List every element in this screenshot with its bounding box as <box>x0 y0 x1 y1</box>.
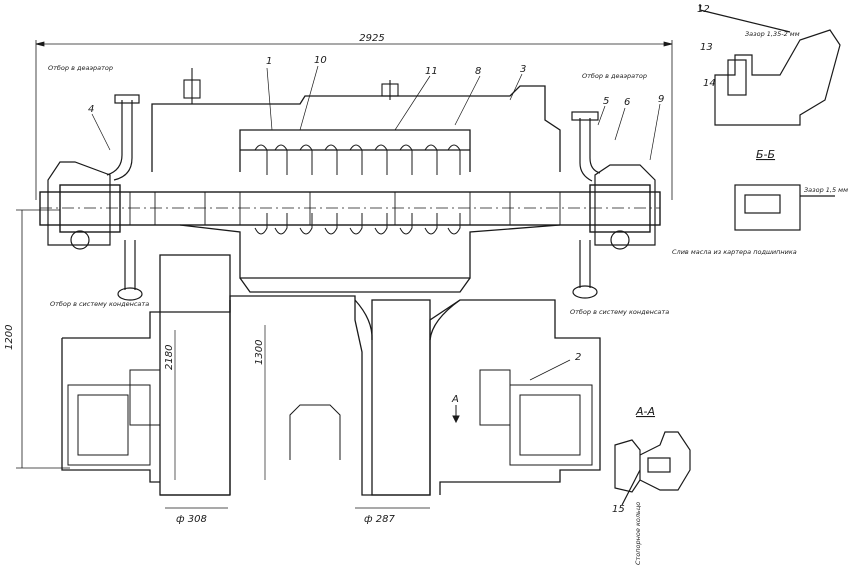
right-condensate-pipe <box>572 240 598 299</box>
right-extraction-pipe <box>571 111 601 182</box>
callout-6: 6 <box>624 97 630 108</box>
section-arrow-a <box>452 405 460 424</box>
section-bb-title: Б-Б <box>756 148 775 161</box>
left-condensate-pipe <box>117 240 143 301</box>
lower-casing <box>179 224 561 293</box>
detail-aa-section <box>614 431 691 506</box>
callout-4: 4 <box>88 104 94 115</box>
note-detail-bb-side: Зазор 1,5 мм <box>804 186 848 194</box>
callout-3: 3 <box>520 64 526 75</box>
note-right-bottom: Отбор в систему конденсата <box>570 308 669 316</box>
note-right-side: Слив масла из картера подшипника <box>672 248 797 256</box>
right-diameter-label: ф 287 <box>364 514 395 525</box>
left-bearing <box>47 161 111 250</box>
left-extraction-pipe <box>106 94 140 181</box>
note-right-top: Отбор в деаэратор <box>582 72 647 80</box>
detail-bb-section <box>734 184 835 231</box>
section-aa-title: А-А <box>635 405 655 418</box>
top-valve-fitting <box>183 68 399 104</box>
callout-5: 5 <box>603 96 609 107</box>
note-detail-aa-side: Стопорное кольцо <box>634 502 642 565</box>
note-detail-bb-top: Зазор 1,35-2 мм <box>745 30 800 38</box>
overall-length-label: 2925 <box>359 33 384 44</box>
left-diameter-label: ф 308 <box>176 514 207 525</box>
upper-casing <box>151 85 561 172</box>
note-left-bottom: Отбор в систему конденсата <box>50 300 149 308</box>
foundation-right-block <box>479 369 593 466</box>
overall-height-dimension <box>16 209 70 469</box>
blade-stages <box>254 144 461 235</box>
callout-10: 10 <box>314 55 327 66</box>
overall-height-label: 1200 <box>4 325 15 350</box>
callout-leaders <box>91 65 661 381</box>
rotor-shaft <box>39 184 661 233</box>
right-bearing <box>594 164 656 250</box>
callout-13: 13 <box>700 42 713 53</box>
section-arrow-a-label: А <box>451 394 459 405</box>
callout-9: 9 <box>658 94 664 105</box>
foundation <box>61 254 601 496</box>
column-height-label: 2180 <box>164 345 175 370</box>
inner-dimension-lines <box>165 325 430 509</box>
callout-2: 2 <box>575 352 581 363</box>
detail-bb-upper <box>699 4 841 126</box>
callout-14: 14 <box>703 78 716 89</box>
center-height-label: 1300 <box>254 340 265 365</box>
note-left-top: Отбор в деаэратор <box>48 64 113 72</box>
overall-length-dimension <box>35 40 673 200</box>
callout-15: 15 <box>612 504 625 515</box>
foundation-left-block <box>67 369 161 466</box>
callout-1: 1 <box>266 56 272 67</box>
callout-11: 11 <box>425 66 438 77</box>
foundation-center-pocket <box>289 404 341 460</box>
callout-12: 12 <box>697 4 710 15</box>
callout-8: 8 <box>475 66 481 77</box>
shaft-section-ticks <box>129 192 561 225</box>
